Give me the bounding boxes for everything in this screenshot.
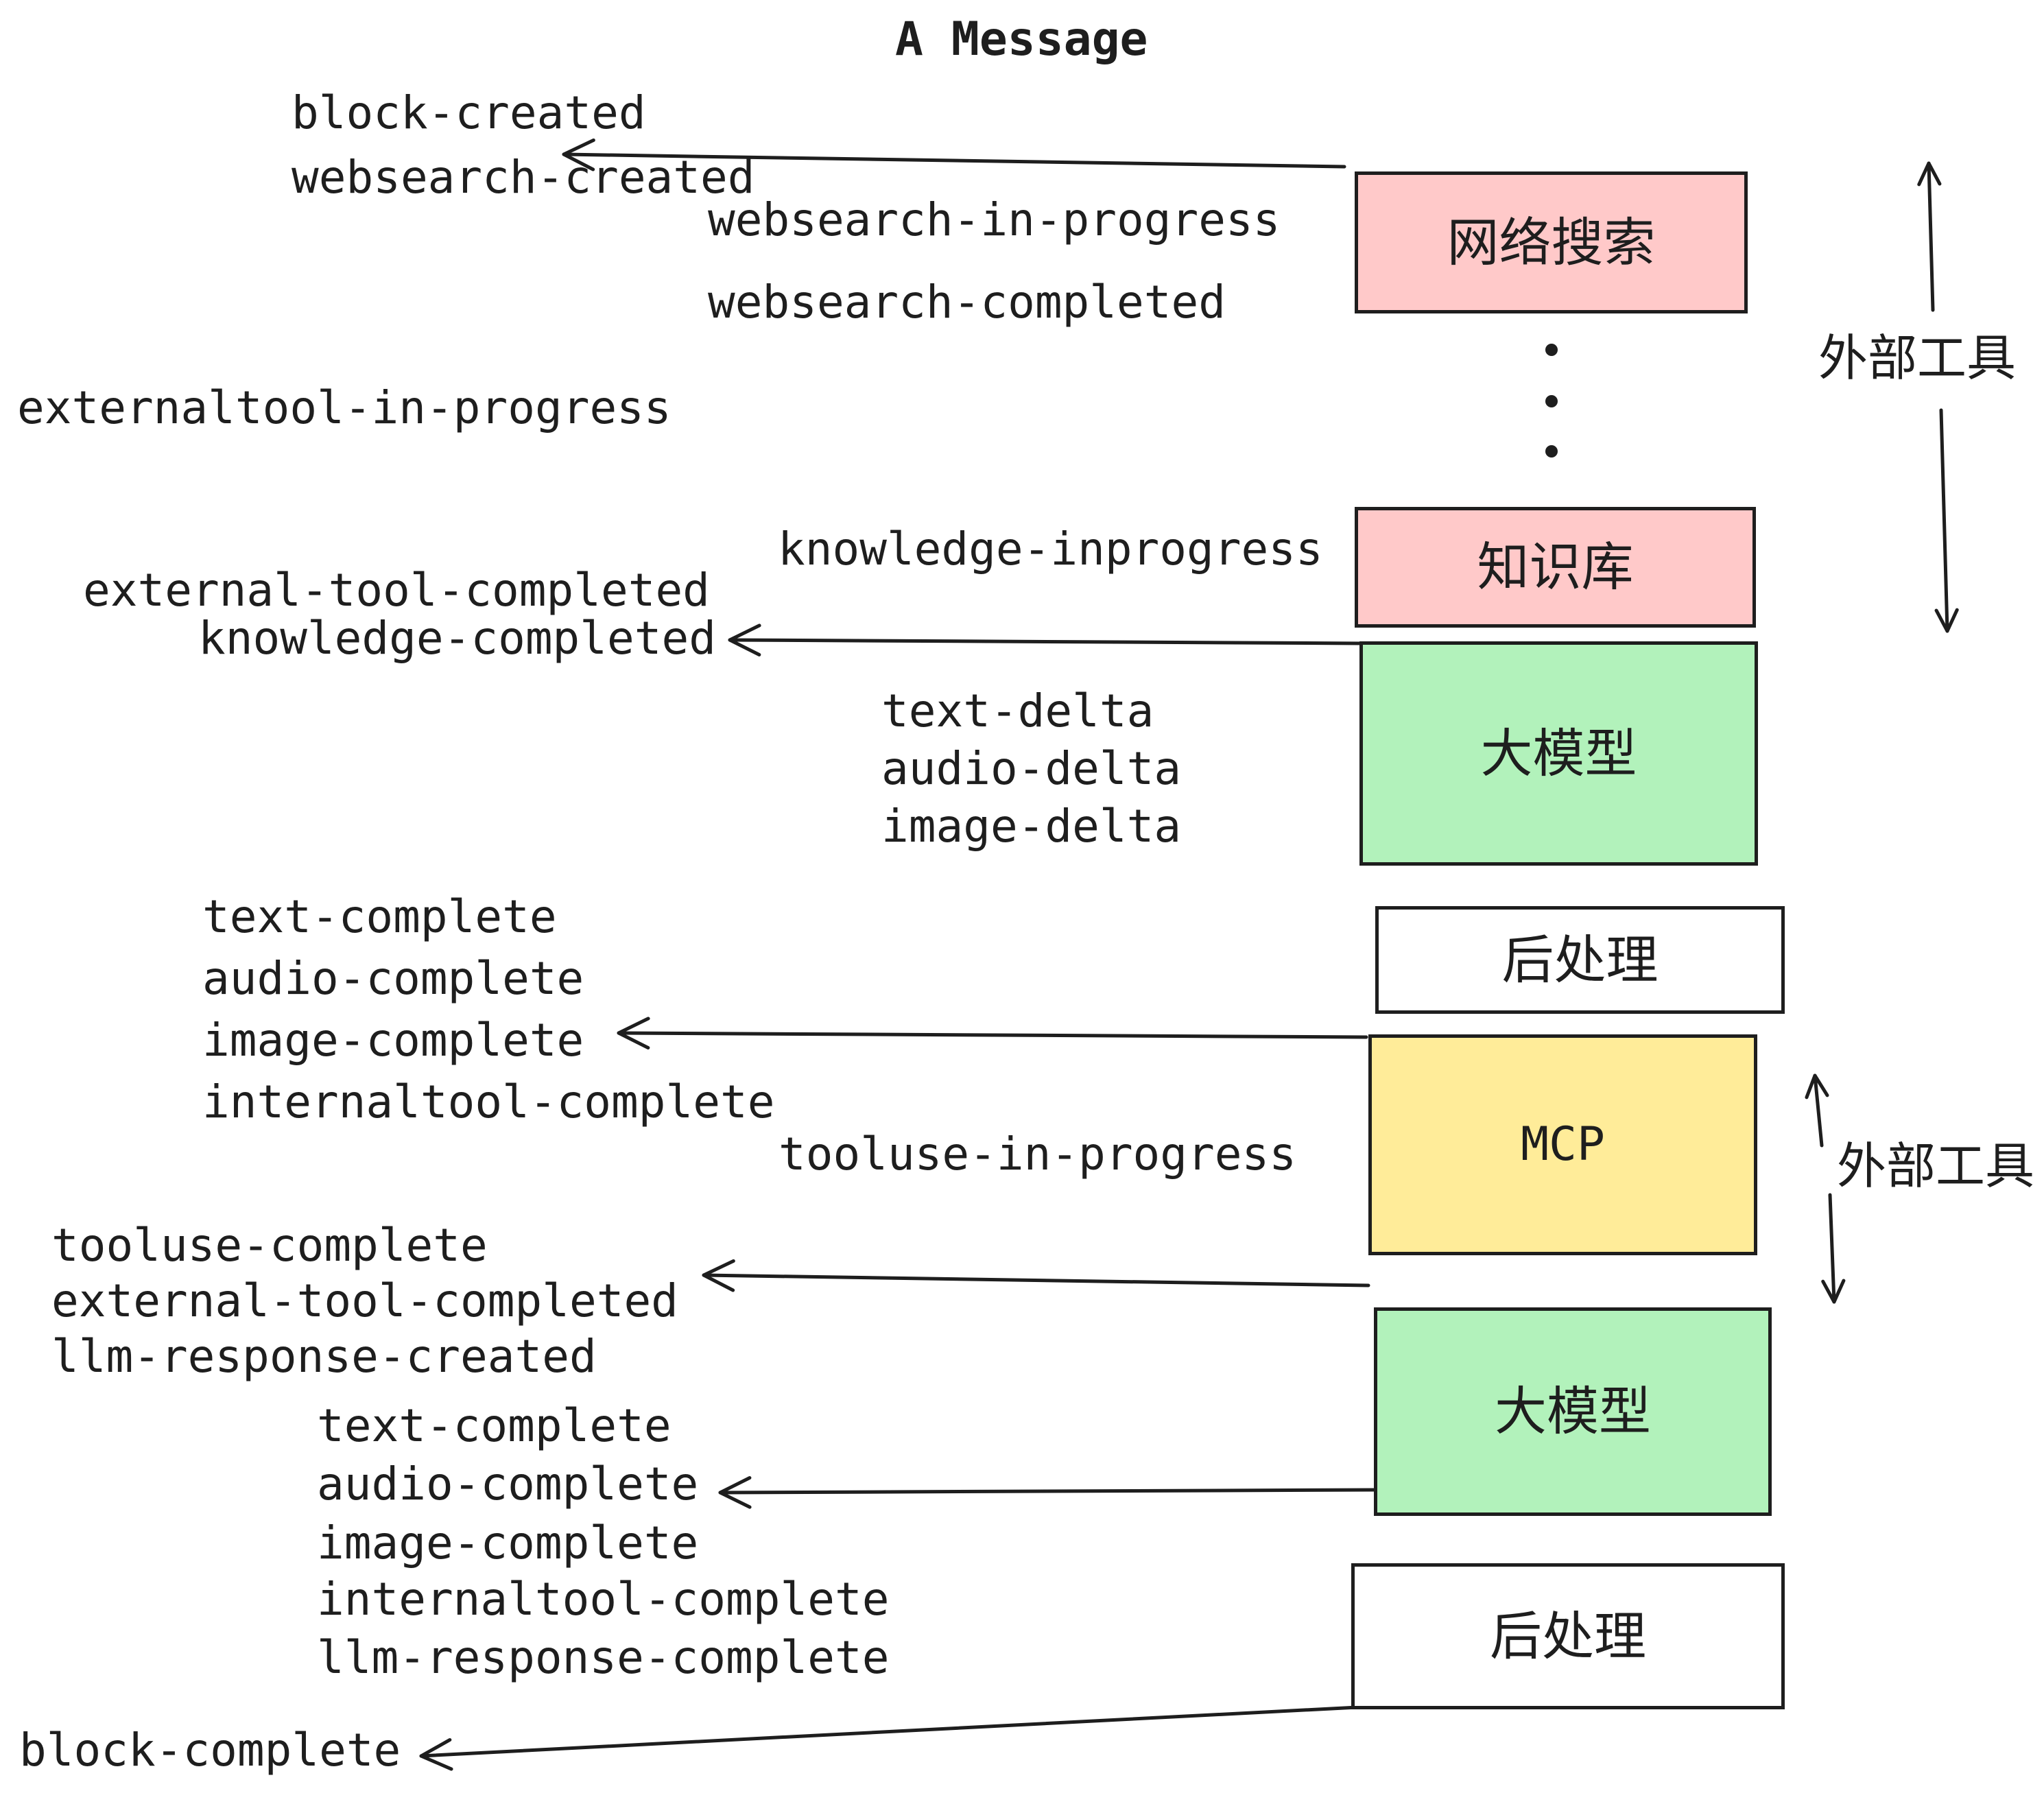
external-tool-completed-arrow — [702, 1259, 1370, 1292]
websearch-box: 网络搜索 — [1355, 171, 1748, 313]
event-label-websearch-in-progress: websearch-in-progress — [708, 193, 1281, 246]
event-label-audio-complete-2: audio-complete — [317, 1458, 699, 1510]
event-label-text-complete: text-complete — [202, 890, 557, 943]
postprocess-box-1-label: 后处理 — [1501, 929, 1659, 990]
external-tools-label-top: 外部工具 — [1818, 329, 2017, 387]
event-label-external-tool-completed-2: external-tool-completed — [51, 1274, 678, 1327]
websearch-created-arrow — [562, 138, 1346, 171]
event-label-websearch-created: websearch-created — [292, 151, 755, 204]
event-label-tooluse-in-progress: tooluse-in-progress — [779, 1128, 1296, 1180]
llm-box-2: 大模型 — [1374, 1307, 1772, 1516]
block-complete-arrow — [419, 1705, 1372, 1771]
audio-complete-arrow-head-icon — [718, 1476, 752, 1509]
external-tools-down-arrow-1 — [1934, 408, 1959, 633]
event-label-block-complete: block-complete — [19, 1724, 401, 1777]
event-label-internaltool-complete: internaltool-complete — [202, 1076, 775, 1128]
event-label-tooluse-complete: tooluse-complete — [51, 1219, 488, 1272]
event-label-internaltool-complete-2: internaltool-complete — [317, 1573, 890, 1626]
event-label-externaltool-in-progress: externaltool-in-progress — [17, 381, 672, 434]
external-tool-completed-arrow-head-icon — [702, 1259, 735, 1292]
event-label-knowledge-inprogress: knowledge-inprogress — [778, 523, 1323, 575]
event-label-websearch-completed: websearch-completed — [708, 276, 1226, 329]
mcp-box-label: MCP — [1521, 1117, 1605, 1172]
audio-complete-arrow — [718, 1476, 1377, 1509]
postprocess-box-2-label: 后处理 — [1490, 1605, 1646, 1667]
external-tools-up-arrow-2-head-icon — [1805, 1073, 1829, 1100]
event-label-text-delta: text-delta — [881, 685, 1154, 737]
event-label-image-complete: image-complete — [202, 1014, 584, 1067]
event-label-audio-delta: audio-delta — [881, 742, 1182, 795]
block-complete-arrow-head-icon — [419, 1737, 453, 1771]
llm-box-1-label: 大模型 — [1480, 722, 1637, 784]
event-label-text-complete-2: text-complete — [317, 1399, 672, 1452]
postprocess-box-1: 后处理 — [1375, 906, 1785, 1014]
llm-box-2-label: 大模型 — [1495, 1381, 1651, 1442]
external-tools-down-arrow-2-head-icon — [1821, 1279, 1846, 1304]
event-label-image-delta: image-delta — [881, 800, 1182, 853]
external-tools-label-mcp: 外部工具 — [1837, 1137, 2035, 1195]
external-tools-down-arrow-1-head-icon — [1934, 608, 1959, 633]
image-complete-arrow-head-icon — [617, 1017, 650, 1050]
postprocess-box-2: 后处理 — [1351, 1563, 1785, 1709]
event-label-knowledge-completed: knowledge-completed — [198, 612, 716, 665]
image-complete-arrow — [617, 1017, 1368, 1050]
vertical-ellipsis-icon — [1545, 344, 1558, 458]
external-tools-down-arrow-2 — [1821, 1193, 1846, 1304]
websearch-box-label: 网络搜索 — [1447, 211, 1656, 273]
knowledge-completed-arrow-head-icon — [728, 624, 761, 657]
external-tools-up-arrow-1-head-icon — [1917, 161, 1942, 187]
external-tools-up-arrow-2 — [1805, 1073, 1829, 1148]
event-label-image-complete-2: image-complete — [317, 1517, 699, 1569]
llm-box-1: 大模型 — [1359, 641, 1758, 866]
knowledge-box-label: 知识库 — [1477, 536, 1634, 597]
event-label-llm-response-created: llm-response-created — [51, 1330, 597, 1383]
page-title: A Message — [895, 12, 1148, 67]
websearch-created-arrow-head-icon — [562, 138, 595, 171]
event-label-external-tool-completed: external-tool-completed — [83, 564, 710, 617]
event-label-audio-complete: audio-complete — [202, 952, 584, 1005]
event-label-block-created: block-created — [292, 86, 646, 139]
knowledge-completed-arrow — [728, 624, 1366, 657]
knowledge-box: 知识库 — [1355, 507, 1756, 628]
mcp-box: MCP — [1368, 1034, 1757, 1255]
event-label-llm-response-complete: llm-response-complete — [317, 1631, 890, 1684]
external-tools-up-arrow-1 — [1917, 161, 1942, 312]
